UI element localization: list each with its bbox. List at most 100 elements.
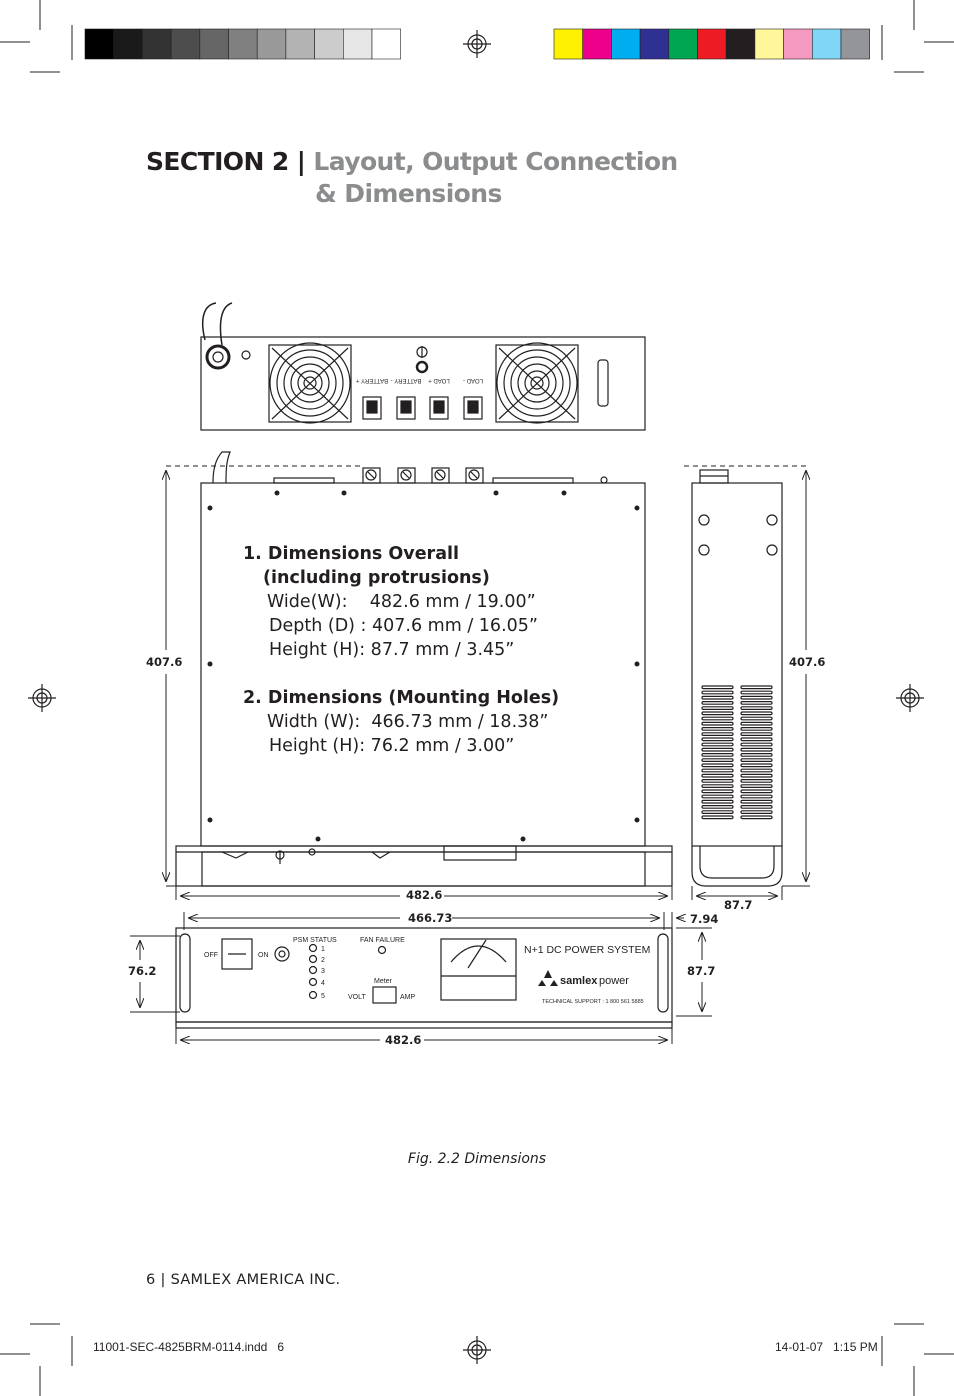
grey-swatch bbox=[314, 28, 344, 60]
spec-height: Height (H): 87.7 mm / 3.45” bbox=[269, 640, 515, 660]
spec-mount-width: Width (W): 466.73 mm / 18.38” bbox=[267, 712, 549, 732]
fan-left bbox=[268, 342, 352, 424]
rear-label-load-neg: LOAD - bbox=[463, 377, 483, 383]
volt-label: VOLT bbox=[348, 994, 366, 1001]
section-separator: | bbox=[296, 147, 306, 176]
vent-slot bbox=[740, 763, 773, 768]
grey-swatch bbox=[256, 28, 287, 60]
psm-item-1: 1 bbox=[321, 946, 325, 953]
section-label: SECTION 2 bbox=[146, 147, 289, 176]
side-view bbox=[691, 469, 783, 887]
registration-mark-left bbox=[28, 684, 56, 712]
dim-depth-right: 407.6 bbox=[789, 655, 826, 669]
grey-swatch bbox=[199, 28, 229, 60]
psm-item-5: 5 bbox=[321, 993, 325, 1000]
spec-heading-mounting: 2. Dimensions (Mounting Holes) bbox=[243, 688, 560, 708]
vent-slot bbox=[740, 732, 773, 736]
dim-hole-width: 466.73 bbox=[408, 911, 453, 925]
brand-light: power bbox=[599, 975, 629, 987]
vent-slot bbox=[740, 784, 773, 788]
vent-slot bbox=[740, 804, 773, 809]
vent-slot bbox=[740, 700, 773, 705]
color-swatch bbox=[725, 28, 756, 60]
color-swatch bbox=[639, 28, 670, 60]
dim-hole-height: 76.2 bbox=[128, 964, 157, 978]
section-title: SECTION 2 | Layout, Output Connection & … bbox=[146, 146, 678, 208]
front-panel-brand-mark bbox=[538, 970, 558, 986]
vent-slot bbox=[740, 810, 773, 814]
terminal-blocks bbox=[362, 396, 483, 420]
dim-front-height: 87.7 bbox=[687, 964, 716, 978]
vent-slot bbox=[701, 752, 734, 757]
slug-filename: 11001-SEC-4825BRM-0114.indd 6 bbox=[93, 1340, 285, 1354]
vent-slot bbox=[701, 721, 734, 726]
vent-slot bbox=[701, 737, 734, 742]
grey-swatch bbox=[84, 28, 115, 60]
vent-slot bbox=[740, 706, 773, 710]
psm-item-2: 2 bbox=[321, 957, 325, 964]
vent-slot bbox=[740, 758, 773, 762]
system-name-label: N+1 DC POWER SYSTEM bbox=[524, 944, 650, 956]
vent-slot bbox=[701, 706, 734, 710]
vent-slot bbox=[701, 758, 734, 762]
grey-swatch bbox=[113, 28, 143, 60]
front-off-label: OFF bbox=[204, 952, 218, 959]
spec-mount-height: Height (H): 76.2 mm / 3.00” bbox=[269, 736, 515, 756]
vent-slot bbox=[701, 685, 734, 690]
vent-slot bbox=[701, 784, 734, 788]
color-swatch bbox=[840, 28, 871, 60]
vent-slot bbox=[701, 794, 734, 799]
color-swatch bbox=[783, 28, 813, 60]
registration-mark-right bbox=[896, 684, 924, 712]
front-panel-labels: OFF ON PSM STATUS 1 2 3 4 5 FAN FAILURE … bbox=[204, 937, 650, 1005]
vent-slot bbox=[701, 768, 734, 773]
grey-swatch bbox=[371, 28, 402, 60]
dimension-lines bbox=[130, 465, 810, 1044]
psm-item-4: 4 bbox=[321, 980, 325, 987]
vent-slot bbox=[701, 690, 734, 695]
dim-hole-offset: 7.94 bbox=[690, 912, 719, 926]
rear-label-load-pos: LOAD + bbox=[428, 377, 450, 383]
dimension-specs: 1. Dimensions Overall (including protrus… bbox=[243, 542, 559, 758]
meter-label: Meter bbox=[374, 978, 393, 985]
top-view bbox=[175, 451, 673, 887]
slug-date: 14-01-07 1:15 PM bbox=[775, 1340, 878, 1354]
registration-mark-bottom bbox=[463, 1336, 491, 1364]
dim-width-overall: 482.6 bbox=[406, 888, 443, 902]
vent-slot bbox=[701, 799, 734, 804]
vent-slot bbox=[740, 695, 773, 700]
color-swatch bbox=[553, 28, 584, 60]
vent-slot bbox=[740, 747, 773, 752]
color-swatch bbox=[611, 28, 641, 60]
color-swatch bbox=[811, 28, 842, 60]
vent-slot bbox=[740, 685, 773, 690]
section-title-line1: Layout, Output Connection bbox=[313, 147, 678, 176]
rear-label-battery-pos: BATTERY + bbox=[355, 377, 388, 383]
spec-wide: Wide(W): 482.6 mm / 19.00” bbox=[267, 592, 536, 612]
spec-heading-overall: 1. Dimensions Overall bbox=[243, 544, 459, 564]
vent-slot bbox=[701, 804, 734, 809]
color-swatch bbox=[582, 28, 612, 60]
top-terminals bbox=[362, 467, 484, 484]
side-vents bbox=[701, 685, 773, 820]
vent-slot bbox=[701, 742, 734, 747]
footer-company: SAMLEX AMERICA INC. bbox=[170, 1272, 341, 1288]
vent-slot bbox=[701, 773, 734, 778]
vent-slot bbox=[701, 700, 734, 705]
vent-slot bbox=[701, 810, 734, 814]
spec-heading-overall-note: (including protrusions) bbox=[263, 568, 490, 588]
vent-slot bbox=[740, 737, 773, 742]
front-on-label: ON bbox=[258, 952, 269, 959]
psm-item-3: 3 bbox=[321, 968, 325, 975]
vent-slot bbox=[740, 721, 773, 726]
page-footer: 6 | SAMLEX AMERICA INC. bbox=[146, 1272, 340, 1288]
vent-slot bbox=[740, 742, 773, 747]
vent-slot bbox=[701, 695, 734, 700]
dim-depth-left: 407.6 bbox=[146, 655, 183, 669]
vent-slot bbox=[740, 773, 773, 778]
vent-slot bbox=[701, 732, 734, 736]
color-swatch bbox=[668, 28, 698, 60]
grey-swatch bbox=[342, 28, 373, 60]
vent-slot bbox=[740, 726, 773, 731]
